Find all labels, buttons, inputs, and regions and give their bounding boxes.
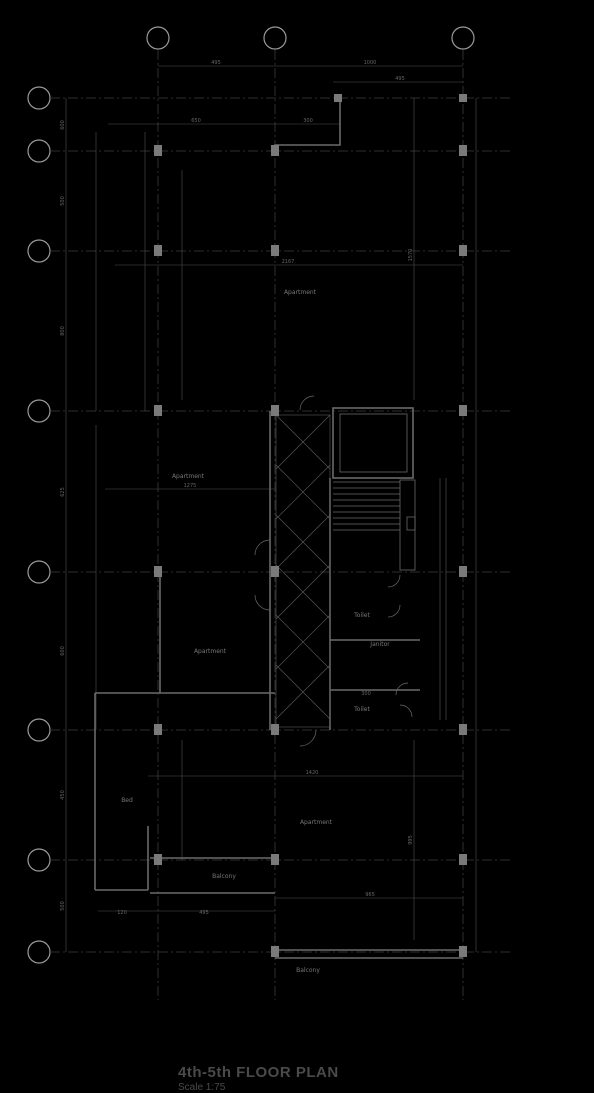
dimension-label: 1275 xyxy=(184,483,197,489)
grid-bubble xyxy=(27,848,51,872)
room-label-toilet-2: Toilet xyxy=(353,706,370,713)
walls xyxy=(94,98,463,959)
room-label-apartment-3: Apartment xyxy=(194,648,227,655)
dimension-label: 300 xyxy=(303,118,313,124)
room-label-bed: Bed xyxy=(121,797,133,804)
grid-bubble xyxy=(27,560,51,584)
dimension-label: 500 xyxy=(60,196,66,206)
dimension-label: 600 xyxy=(60,646,66,656)
dimension-label: 1420 xyxy=(306,770,319,776)
grid-lines xyxy=(50,50,512,1000)
drawing-title: 4th-5th FLOOR PLAN xyxy=(178,1064,339,1081)
dimension-label: 495 xyxy=(395,76,405,82)
room-label-apartment-1: Apartment xyxy=(284,289,317,296)
dimension-label: 800 xyxy=(60,326,66,336)
grid-bubbles-columns xyxy=(146,26,475,50)
railing xyxy=(439,478,447,720)
dimension-label: 650 xyxy=(191,118,201,124)
dimension-label: 495 xyxy=(211,60,221,66)
dimension-label: 2167 xyxy=(282,259,295,265)
room-label-balcony-2: Balcony xyxy=(296,967,320,974)
room-label-balcony-1: Balcony xyxy=(212,873,236,880)
room-label-toilet-1: Toilet xyxy=(353,612,370,619)
columns xyxy=(154,94,467,957)
door-swings xyxy=(254,395,413,747)
dimension-label: 495 xyxy=(199,910,209,916)
grid-bubble xyxy=(451,26,475,50)
dimension-label: 1570 xyxy=(408,249,414,262)
dimension-label: 500 xyxy=(60,901,66,911)
dimension-label: 965 xyxy=(365,892,375,898)
grid-bubble xyxy=(27,940,51,964)
dimension-label: 625 xyxy=(60,487,66,497)
grid-bubble xyxy=(27,239,51,263)
grid-bubble xyxy=(146,26,170,50)
dimension-label: 600 xyxy=(60,120,66,130)
grid-bubbles-rows xyxy=(27,86,51,964)
corridor-hatch xyxy=(275,414,331,728)
room-label-apartment-4: Apartment xyxy=(300,819,333,826)
grid-bubble xyxy=(27,139,51,163)
room-label-apartment-2: Apartment xyxy=(172,473,205,480)
dimension-label: 300 xyxy=(361,691,371,697)
grid-bubble xyxy=(27,86,51,110)
dimension-label: 120 xyxy=(117,910,127,916)
grid-bubble xyxy=(27,718,51,742)
stair xyxy=(333,479,416,571)
dimension-label: 450 xyxy=(60,790,66,800)
grid-bubble xyxy=(263,26,287,50)
grid-bubble xyxy=(27,399,51,423)
dimension-label: 1000 xyxy=(364,60,377,66)
room-label-janitor: Janitor xyxy=(369,641,390,648)
dimension-lines xyxy=(65,65,477,952)
dimension-label: 995 xyxy=(408,835,414,845)
